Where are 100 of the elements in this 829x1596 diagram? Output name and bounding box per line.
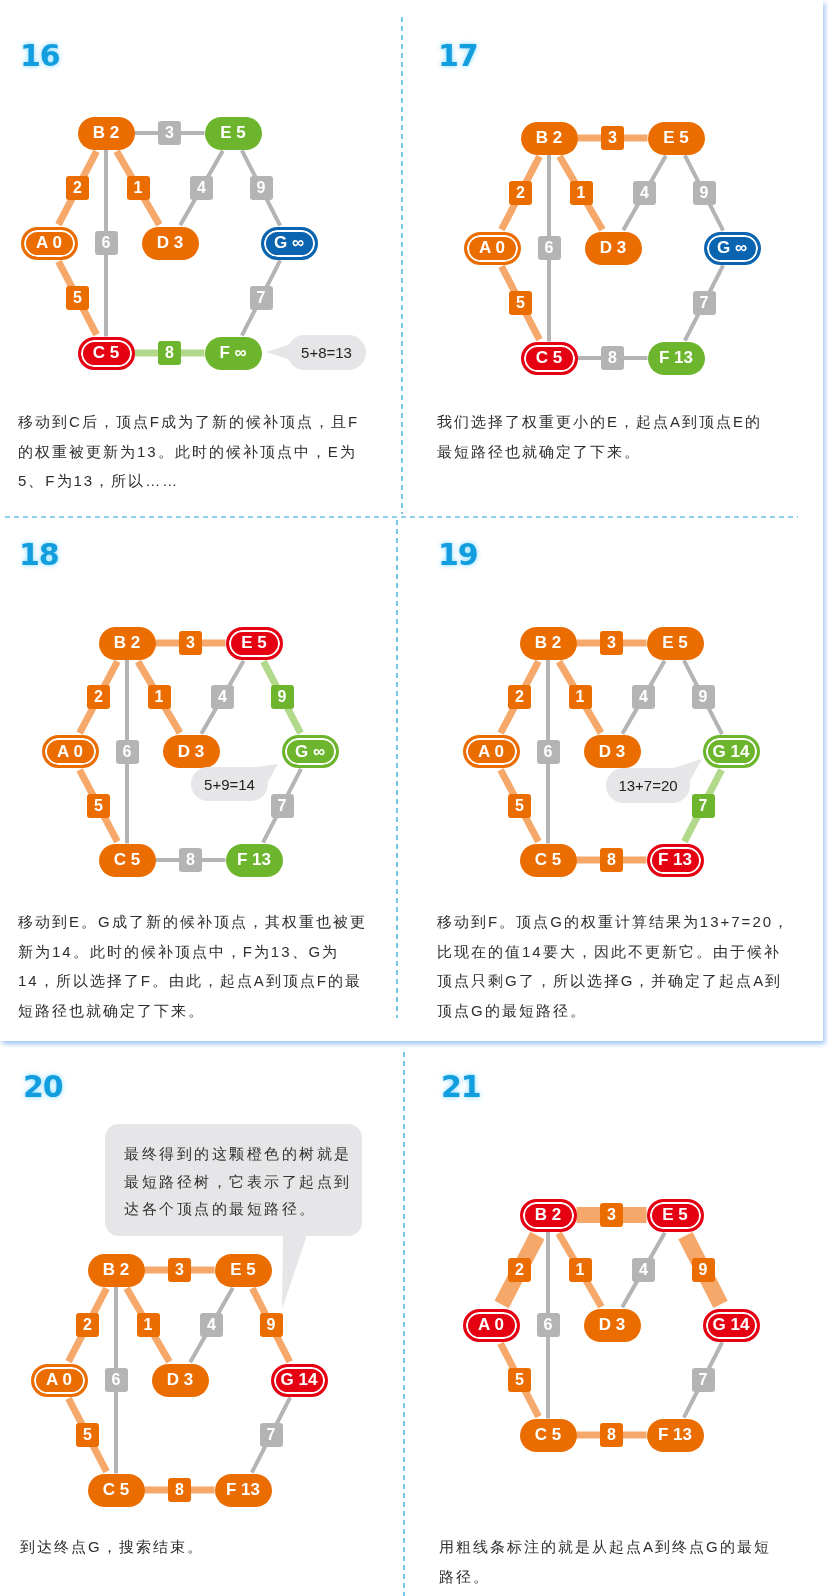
edge-label: 7 — [259, 1423, 283, 1447]
graph-vertex: F 13 — [214, 1473, 272, 1507]
graph-vertex: C 5 — [519, 1418, 577, 1452]
graph-edge — [547, 154, 551, 342]
edge-label: 5 — [508, 1368, 531, 1392]
edge-label: 4 — [632, 685, 655, 710]
edge-label: 6 — [104, 1368, 128, 1392]
edge-label: 1 — [136, 1313, 160, 1337]
graph-vertex: B 2 — [87, 1253, 145, 1287]
graph-vertex: G 14 — [702, 1308, 760, 1342]
graph-edge — [577, 134, 648, 142]
edge-label: 8 — [158, 341, 181, 365]
graph-edge — [576, 639, 647, 647]
edge-label: 9 — [259, 1313, 283, 1337]
step-description: 移动到E。G成了新的候补顶点，其权重也被更新为14。此时的候补顶点中，F为13、G为14，所以选择了F。由此，起点A到顶点F的最短路径也就确定了下来。 — [18, 912, 368, 1021]
edge-label: 1 — [568, 685, 592, 710]
graph-edge — [577, 356, 648, 360]
graph-vertex: C 5 — [87, 1473, 145, 1507]
step-description: 到达终点G，搜索结束。 — [20, 1537, 205, 1557]
edge-label: 8 — [600, 1423, 623, 1447]
edge-label: 1 — [147, 685, 171, 710]
graph-edge — [155, 639, 226, 647]
edge-label: 8 — [601, 346, 624, 370]
speech-bubble: 最终得到的这颗橙色的树就是最短路径树，它表示了起点到达各个顶点的最短路径。 — [105, 1124, 362, 1236]
edge-label: 9 — [270, 685, 294, 710]
edge-label: 3 — [601, 126, 624, 150]
edge-label: 4 — [211, 685, 234, 710]
graph-edge — [620, 1231, 667, 1309]
graph-edge — [134, 349, 205, 357]
edge-label: 2 — [76, 1313, 99, 1337]
edge-label: 5 — [76, 1423, 99, 1447]
edge-label: 4 — [632, 1258, 655, 1282]
edge-label: 2 — [509, 181, 532, 205]
graph-edge — [621, 154, 668, 232]
graph-vertex: A 0 — [462, 1308, 520, 1342]
graph-edge — [144, 1486, 215, 1494]
edge-label: 1 — [126, 176, 150, 200]
edge-label: 1 — [569, 181, 593, 205]
edge-label: 6 — [536, 1313, 560, 1337]
graph-edge — [678, 1231, 728, 1309]
edge-label: 8 — [179, 848, 202, 872]
step-description: 移动到F。顶点G的权重计算结果为13+7=20，比现在的值14要大，因此不更新它。由于候补顶点只剩G了，所以选择G，并确定了起点A到顶点G的最短路径。 — [437, 912, 792, 1021]
step-number: 20 — [23, 1070, 63, 1104]
graph-edge — [155, 858, 226, 862]
edge-label: 9 — [249, 176, 273, 200]
graph-edge — [683, 154, 725, 232]
edge-label: 6 — [94, 231, 118, 255]
graph-edge — [199, 659, 246, 735]
edge-label: 7 — [249, 286, 273, 310]
graph-edge — [546, 659, 550, 844]
edge-label: 2 — [66, 176, 89, 200]
graph-vertex: F 13 — [646, 1418, 704, 1452]
edge-label: 9 — [692, 181, 716, 205]
graph-edge — [556, 659, 604, 735]
step-number: 19 — [438, 538, 478, 572]
graph-vertex: A 0 — [30, 1363, 88, 1397]
edge-label: 2 — [508, 685, 531, 710]
step-description: 用粗线条标注的就是从起点A到终点G的最短路径。 — [439, 1537, 772, 1587]
graph-vertex: B 2 — [519, 1198, 577, 1232]
graph-edge — [178, 149, 225, 227]
edge-label: 3 — [168, 1258, 191, 1282]
step-number: 18 — [19, 538, 59, 572]
graph-edge — [134, 131, 205, 135]
edge-label: 7 — [691, 1368, 715, 1392]
edge-label: 3 — [600, 631, 623, 655]
graph-edge — [576, 1431, 647, 1439]
edge-label: 2 — [87, 685, 110, 710]
graph-edge — [576, 856, 647, 864]
edge-label: 3 — [158, 121, 181, 145]
graph-edge — [135, 659, 183, 735]
graph-vertex: E 5 — [214, 1253, 272, 1287]
graph-vertex: D 3 — [583, 1308, 641, 1342]
edge-label: 5 — [87, 793, 110, 818]
graph-edge — [240, 149, 282, 227]
step-description: 我们选择了权重更小的E，起点A到顶点E的最短路径也就确定了下来。 — [437, 412, 763, 462]
step-number: 21 — [441, 1070, 481, 1104]
edge-label: 9 — [691, 1258, 715, 1282]
edge-label: 4 — [633, 181, 656, 205]
edge-label: 3 — [179, 631, 202, 655]
edge-label: 9 — [691, 685, 715, 710]
graph-edge — [494, 1231, 545, 1309]
edge-label: 8 — [168, 1478, 191, 1502]
edge-label: 3 — [600, 1203, 623, 1227]
step-number: 17 — [438, 39, 478, 73]
step-description: 移动到C后，顶点F成为了新的候补顶点，且F的权重被更新为13。此时的候补顶点中，E为5、F为13，所以…… — [18, 412, 361, 491]
edge-label: 6 — [537, 236, 561, 260]
graph-edge — [546, 1231, 550, 1419]
graph-edge — [188, 1286, 235, 1364]
graph-edge — [104, 149, 108, 337]
speech-bubble: 5+8=13 — [287, 335, 366, 370]
graph-vertex: E 5 — [646, 1198, 704, 1232]
edge-label: 8 — [600, 848, 623, 872]
graph-vertex: G 14 — [270, 1363, 328, 1397]
graph-vertex: D 3 — [151, 1363, 209, 1397]
edge-label: 5 — [508, 793, 531, 818]
edge-label: 7 — [692, 291, 716, 315]
edge-label: 5 — [66, 286, 89, 310]
graph-edge — [144, 1266, 215, 1274]
edge-label: 4 — [190, 176, 213, 200]
step-number: 16 — [20, 39, 60, 73]
